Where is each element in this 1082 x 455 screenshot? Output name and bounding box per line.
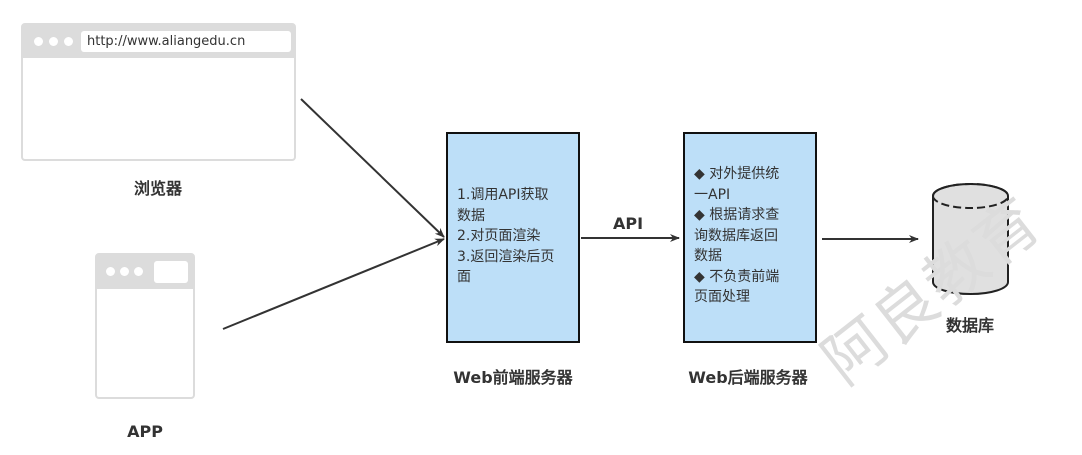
browser-url-field: http://www.aliangedu.cn: [81, 31, 291, 52]
frontend-server-description: 1.调用API获取 数据 2.对页面渲染 3.返回渲染后页 面: [457, 187, 555, 285]
app-to-frontend-arrow: [222, 238, 445, 330]
api-link-label: API: [612, 214, 644, 233]
backend-server-label: Web后端服务器: [688, 368, 808, 387]
backend-server-box: [683, 132, 817, 343]
browser-label: 浏览器: [133, 179, 182, 198]
window-dot-icon: [49, 37, 58, 46]
frontend-server-box: [446, 132, 580, 343]
window-dot-icon: [34, 37, 43, 46]
browser-to-frontend-arrow: [300, 98, 445, 238]
window-dot-icon: [106, 267, 115, 276]
app-window: [95, 253, 195, 399]
window-dot-icon: [120, 267, 129, 276]
app-label: APP: [127, 422, 163, 441]
browser-window: http://www.aliangedu.cn: [21, 23, 296, 161]
database-cylinder-icon: [932, 183, 1009, 295]
window-dot-icon: [134, 267, 143, 276]
frontend-server-label: Web前端服务器: [453, 368, 573, 387]
window-dot-icon: [64, 37, 73, 46]
app-header-field: [154, 261, 188, 283]
backend-server-description: ◆ 对外提供统 一API ◆ 根据请求查 询数据库返回 数据 ◆ 不负责前端 页…: [694, 166, 780, 305]
database-label: 数据库: [945, 316, 994, 335]
